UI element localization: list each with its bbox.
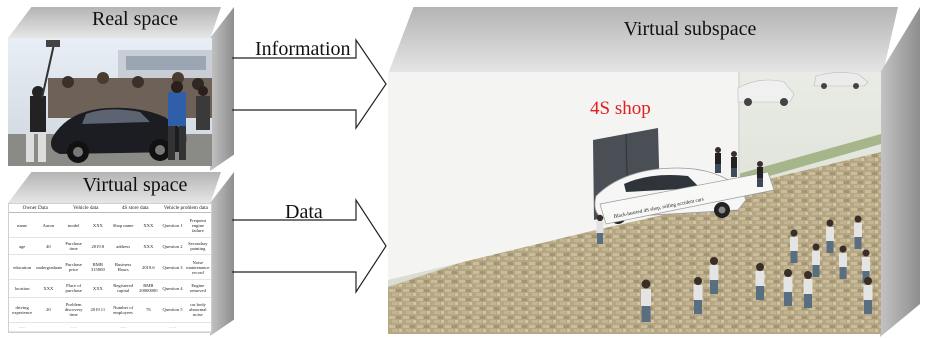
table-cell: RMB 315000 (85, 254, 110, 281)
data-arrow-label: Data (285, 201, 323, 223)
table-cell: address (109, 237, 137, 256)
table-cell: name (9, 212, 36, 239)
crowd (596, 147, 873, 322)
table-cell: undergraduate (35, 254, 62, 281)
virtual-subspace-box-top (388, 7, 898, 74)
table-cell: Shop name (109, 212, 137, 239)
table-cell: 20 (35, 297, 62, 323)
table-header-row: Owner Data Vehicle data 4S store data Ve… (9, 204, 211, 214)
table-cell: Secondary painting (184, 237, 211, 256)
table-cell: Question 4 (160, 279, 185, 298)
table-cell: location (9, 279, 36, 298)
information-arrow-label: Information (255, 38, 351, 60)
virtual-subspace-title: Virtual subspace (623, 18, 757, 40)
table-cell: ...... (61, 322, 86, 332)
table-cell (184, 322, 211, 332)
table-cell: Purchase price (61, 254, 86, 281)
real-space-photo (8, 38, 212, 166)
table-cell: Place of purchase (61, 279, 86, 298)
table-cell: 2019.11 (85, 297, 110, 323)
table-cell: ...... (109, 322, 137, 332)
table-cell: XXX (136, 212, 161, 239)
table-cell: Question 5 (160, 297, 185, 323)
virtual-subspace-box-side (880, 7, 920, 337)
table-cell: model (61, 212, 86, 239)
table-cell (85, 322, 110, 332)
table-cell: XXX (85, 279, 110, 298)
table-cell: Aaron (35, 212, 62, 239)
parked-car-back-1 (813, 72, 869, 89)
table-cell: driving experience (9, 297, 36, 323)
real-space-box-side (210, 7, 234, 171)
table-cell: age (9, 237, 36, 256)
table-header-cell: Vehicle problem data (160, 204, 211, 214)
table-cell: ...... (9, 322, 36, 332)
table-cell: Problem discovery time (61, 297, 86, 323)
virtual-subspace-scene: Black-hearted 4S shop, selling accident … (388, 72, 881, 334)
table-cell: car body abnormal noise (184, 297, 211, 323)
table-cell: Question 1 (160, 212, 185, 239)
table-cell: Business Hours (109, 254, 137, 281)
table-cell (136, 322, 161, 332)
table-header-cell: Owner Data (9, 204, 62, 214)
real-space-title: Real space (91, 8, 179, 30)
table-cell (35, 322, 62, 332)
table-cell: XXX (136, 237, 161, 256)
table-cell: Noise maintenance record (184, 254, 211, 281)
table-cell: XXX (35, 279, 62, 298)
table-cell: Purchase time (61, 237, 86, 256)
table-cell: Frequent engine failure (184, 212, 211, 239)
table-header-cell: 4S store data (109, 204, 161, 214)
table-cell: RMB 20000000 (136, 279, 161, 298)
table-cell: 76 (136, 297, 161, 323)
table-cell: Number of employees (109, 297, 137, 323)
table-cell: Engine removed (184, 279, 211, 298)
parked-car-back-2 (737, 79, 795, 106)
table-cell: 2019.6 (136, 254, 161, 281)
virtual-space-box-side (210, 172, 234, 336)
table-cell: 2019.8 (85, 237, 110, 256)
table-cell: ...... (160, 322, 185, 332)
data-arrow (232, 197, 387, 295)
shop-label: 4S shop (590, 98, 651, 119)
table-cell: 40 (35, 237, 62, 256)
table-header-cell: Vehicle data (61, 204, 110, 214)
table-row: ........................ (9, 322, 211, 332)
table-cell: Registered capital (109, 279, 137, 298)
real-space-box-top (8, 7, 221, 38)
table-cell: Question 3 (160, 254, 185, 281)
table-cell: Question 2 (160, 237, 185, 256)
table-cell: education (9, 254, 36, 281)
information-arrow (232, 38, 387, 130)
virtual-space-box-top (8, 172, 221, 203)
virtual-space-data-table: Owner Data Vehicle data 4S store data Ve… (8, 203, 212, 333)
virtual-space-title: Virtual space (82, 174, 188, 196)
table-cell: XXX (85, 212, 110, 239)
